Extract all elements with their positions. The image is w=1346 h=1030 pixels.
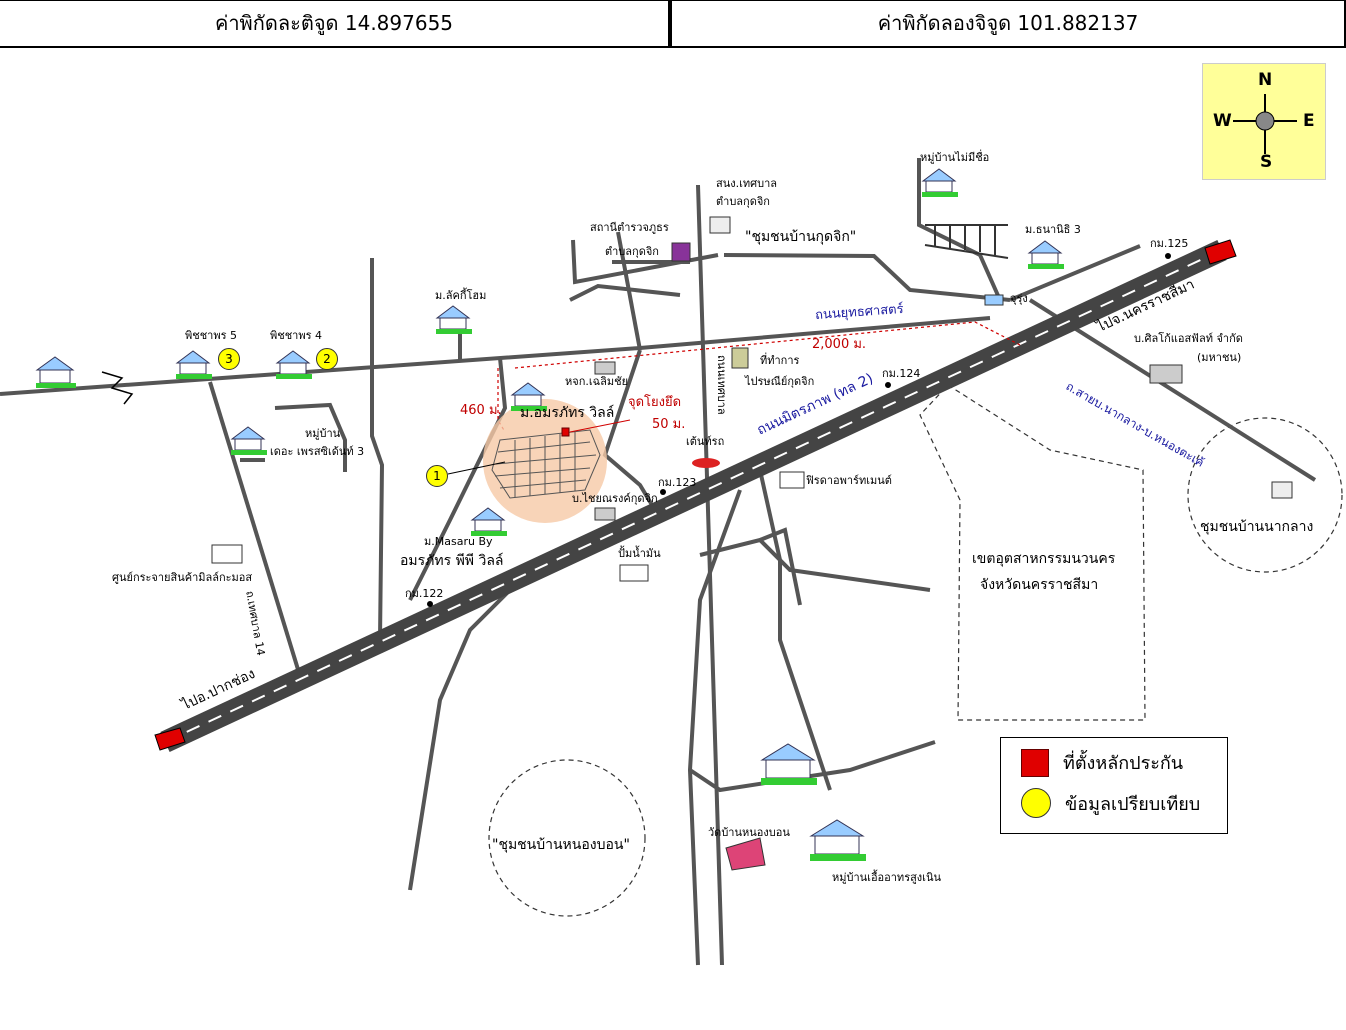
nakalang-road-line <box>1028 298 1317 482</box>
label-amornphat: ม.อมรภัทร วิลล์ <box>520 405 615 421</box>
label-distance-50: 50 ม. <box>652 417 686 432</box>
label-distance-2000: 2,000 ม. <box>812 337 867 352</box>
legend-comparison-swatch <box>1021 788 1051 818</box>
label-km124: กม.124 <box>882 367 921 380</box>
label-wholesale: ศูนย์กระจายสินค้ามิลล์กะมอส <box>112 571 253 584</box>
local-roads <box>0 158 1141 966</box>
label-chaleomchai: หจก.เฉลิมชัย <box>565 375 629 388</box>
label-industrial-2: จังหวัดนครราชสีมา <box>980 577 1099 593</box>
compass-west: W <box>1213 111 1232 131</box>
km-marker-icons <box>427 253 1171 607</box>
label-km125: กม.125 <box>1150 237 1189 250</box>
label-distance-460: 460 ม. <box>460 403 502 418</box>
label-post-1: ที่ทำการ <box>760 354 800 367</box>
label-emergency-village: หมู่บ้านเอื้ออาทรสูงเนิน <box>832 871 941 884</box>
label-kudjik-community: "ชุมชนบ้านกุดจิก" <box>745 229 857 245</box>
house-icons <box>35 168 1064 861</box>
label-masaru-1: ม.Masaru By <box>424 535 493 548</box>
comparison-marker-2: 2 <box>316 348 338 370</box>
comparison-marker-3: 3 <box>218 348 240 370</box>
label-municipality-2: ตำบลกุดจิก <box>716 195 770 208</box>
label-wat-nongbon: วัดบ้านหนองบอน <box>708 826 790 839</box>
header-bottom-border <box>0 46 1346 48</box>
label-chainarong: บ.ไชยณรงค์กุดจิก <box>572 492 658 505</box>
header-separator <box>668 0 672 48</box>
label-simico-1: บ.ศิลโก้แอสฟัลท์ จำกัด <box>1134 332 1243 345</box>
label-simico-2: (มหาชน) <box>1197 351 1242 364</box>
label-nongbon-community: "ชุมชนบ้านหนองบอน" <box>492 837 630 853</box>
label-tesaban-vertical: ถนนเทศบาล <box>715 355 728 415</box>
collateral-marker <box>561 427 570 437</box>
label-masaru-2: อมรภัทร พีพี วิลล์ <box>400 553 504 569</box>
legend-collateral-label: ที่ตั้งหลักประกัน <box>1063 753 1184 774</box>
tie-point-line <box>569 419 631 433</box>
legend-collateral-swatch <box>1021 748 1049 777</box>
label-police-1: สถานีตำรวจภูธร <box>590 221 669 234</box>
label-pichaporn5: พิชชาพร 5 <box>185 329 238 342</box>
highway-end-west <box>154 727 186 751</box>
label-km123: กม.123 <box>658 476 697 489</box>
latitude-label: ค่าพิกัดละติจูด 14.897655 <box>214 11 454 35</box>
coordinate-header: ค่าพิกัดละติจูด 14.897655 ค่าพิกัดลองจิจ… <box>0 0 1346 48</box>
header-top-border <box>0 0 1346 1</box>
label-industrial-1: เขตอุตสาหกรรมนวนคร <box>972 551 1116 567</box>
legend-row-collateral: ที่ตั้งหลักประกัน <box>1021 748 1183 777</box>
industrial-zone-boundary <box>919 384 1146 721</box>
label-post-2: ไปรษณีย์กุดจิก <box>745 375 815 388</box>
label-police-2: ตำบลกุดจิก <box>605 245 659 258</box>
header-right-border <box>1344 0 1346 48</box>
label-thananithi: ม.ธนานิธิ 3 <box>1025 223 1081 236</box>
label-fitt-apartment: ฟิรดาอพาร์ทเมนต์ <box>806 474 892 487</box>
label-president-2: เดอะ เพรสซิเด้นท์ 3 <box>270 445 365 458</box>
comparison-1-pointer <box>447 461 506 475</box>
road-break-mark <box>101 371 134 405</box>
label-tent: เต้นท์รถ <box>686 435 725 448</box>
label-president-1: หมู่บ้าน <box>305 427 341 440</box>
comparison-marker-1: 1 <box>426 465 448 487</box>
thananithi-row-houses <box>924 224 1009 259</box>
compass-north: N <box>1258 70 1273 90</box>
compass: N S E W <box>1202 63 1326 180</box>
label-pichaporn4: พิชชาพร 4 <box>270 329 323 342</box>
legend-row-comparison: ข้อมูลเปรียบเทียบ <box>1021 788 1200 818</box>
label-juroong: จุรุ่ง <box>1010 292 1028 305</box>
compass-south: S <box>1260 152 1273 172</box>
map-legend: ที่ตั้งหลักประกัน ข้อมูลเปรียบเทียบ <box>1000 737 1228 834</box>
subdivision-plots <box>491 429 601 499</box>
label-nakalang-community: ชุมชนบ้านนากลาง <box>1200 519 1314 535</box>
legend-comparison-label: ข้อมูลเปรียบเทียบ <box>1065 793 1201 815</box>
label-tie-point: จุดโยงยึด <box>628 395 682 410</box>
nakalang-community-boundary <box>1187 417 1343 573</box>
label-lucky-home: ม.ลัคกี้โฮม <box>435 289 487 302</box>
building-icons <box>211 216 1293 871</box>
highway-mittraphap <box>160 240 1227 752</box>
highway-end-east <box>1204 239 1237 265</box>
compass-east: E <box>1303 111 1315 131</box>
label-km122: กม.122 <box>405 587 444 600</box>
label-municipality-1: สนง.เทศบาล <box>716 177 777 190</box>
label-unnamed-village: หมู่บ้านไม่มีชื่อ <box>920 151 990 164</box>
nongbon-community-boundary <box>488 759 646 917</box>
label-gas-station: ปั้มน้ำมัน <box>618 547 661 560</box>
compass-rose-icon <box>1233 94 1297 154</box>
longitude-label: ค่าพิกัดลองจิจูด 101.882137 <box>877 11 1139 35</box>
